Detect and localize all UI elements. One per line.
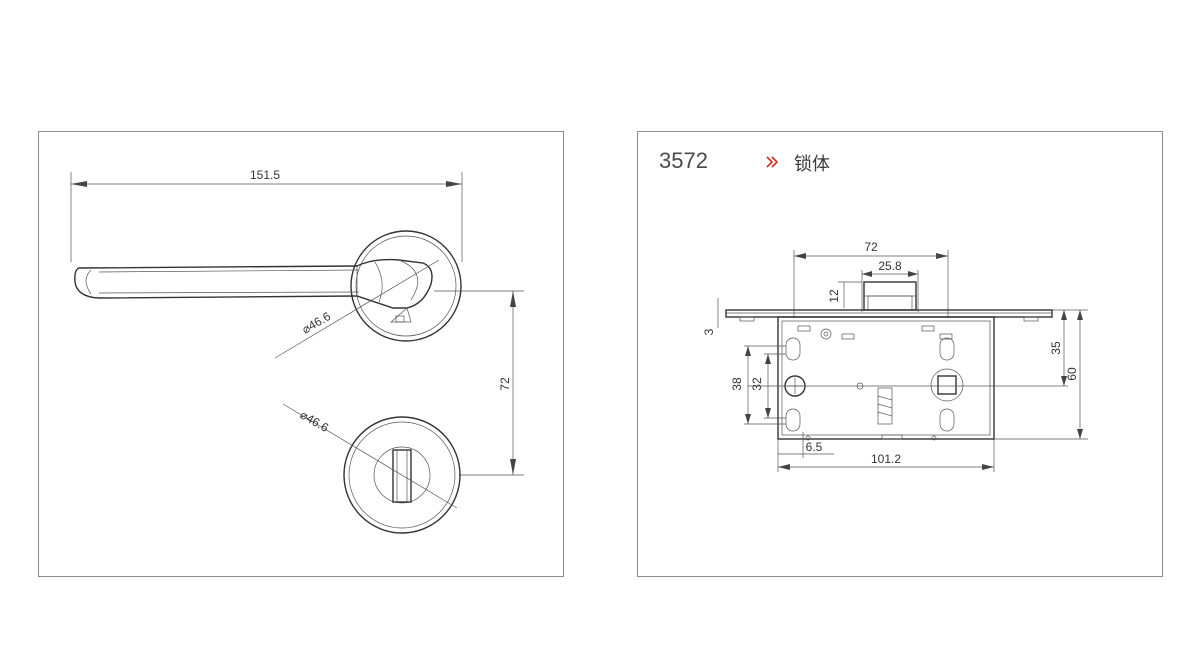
double-chevron-right-icon [766, 156, 779, 168]
dim-total-height-label: 60 [1065, 367, 1079, 381]
model-number: 3572 [659, 148, 708, 173]
dim-faceplate-label: 3 [702, 328, 716, 335]
dim-hole-inner-label: 32 [750, 377, 764, 391]
lock-body-technical-drawing: 72 25.8 12 3 [702, 240, 1088, 472]
dim-total-width-label: 101.2 [871, 452, 901, 466]
dim-length-label: 151.5 [250, 168, 280, 182]
dim-rose-diameter-label: ⌀46.6 [300, 309, 334, 337]
dim-latch-width-label: 25.8 [878, 259, 902, 273]
dim-center-distance-label: 72 [498, 377, 512, 391]
dim-edge-label: 6.5 [806, 440, 823, 454]
dim-hole-outer-label: 38 [730, 377, 744, 391]
handle-drawing-panel: 151.5 ⌀46.6 72 ⌀46.6 [38, 131, 564, 577]
dim-thumbturn-diameter-label: ⌀46.6 [298, 407, 332, 435]
dim-backset-label: 35 [1049, 341, 1063, 355]
dim-top-spacing-label: 72 [864, 240, 878, 254]
dim-latch-height-label: 12 [827, 289, 841, 303]
handle-technical-drawing: 151.5 ⌀46.6 72 ⌀46.6 [70, 168, 524, 534]
section-title: 锁体 [794, 154, 830, 174]
lock-body-panel: 3572 锁体 72 25.8 12 3 [637, 131, 1163, 577]
